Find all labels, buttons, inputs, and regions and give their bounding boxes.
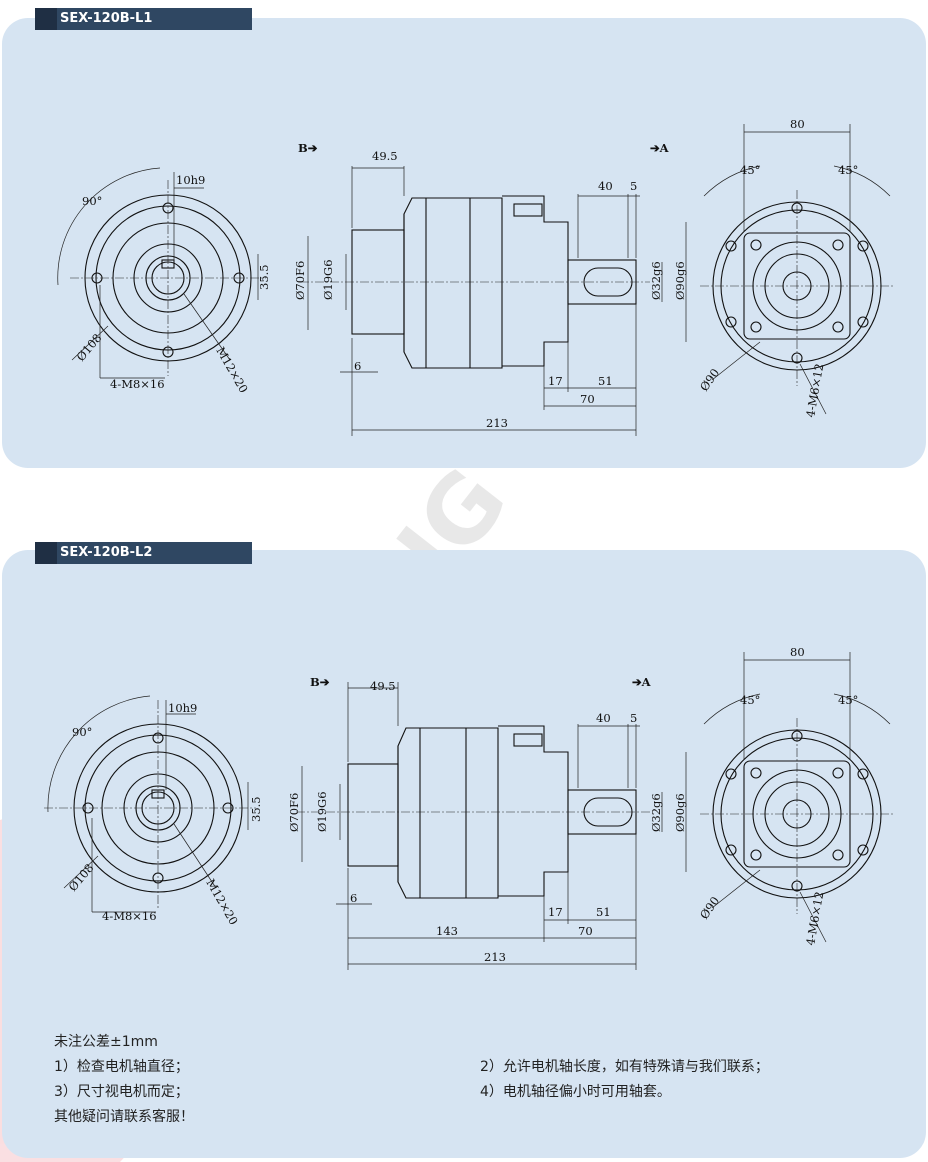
dim-90g6: Ø90g6 bbox=[673, 261, 687, 300]
panel-l1 bbox=[2, 18, 926, 468]
dim-m12: M12×20 bbox=[213, 345, 250, 396]
gearbox-side-view bbox=[300, 166, 687, 436]
notes-left: 未注公差±1mm 1）检查电机轴直径； 3）尺寸视电机而定； 其他疑问请联系客服… bbox=[54, 1030, 194, 1130]
dim-5: 5 bbox=[630, 179, 637, 193]
dim-45-right: 45° bbox=[838, 693, 858, 707]
dim-45-left: 45° bbox=[740, 163, 760, 177]
note-tolerance: 未注公差±1mm bbox=[54, 1034, 158, 1050]
dim-40: 40 bbox=[598, 179, 613, 193]
label-a-arrow: ➔A bbox=[632, 675, 652, 689]
dim-51: 51 bbox=[598, 374, 613, 388]
dim-90: Ø90 bbox=[697, 366, 722, 394]
gearbox-side-view bbox=[296, 682, 687, 970]
dim-17: 17 bbox=[548, 905, 563, 919]
panel-l2 bbox=[2, 550, 926, 1158]
dim-19g6: Ø19G6 bbox=[315, 791, 329, 832]
note-3: 3）尺寸视电机而定； bbox=[54, 1084, 189, 1100]
dim-45-right: 45° bbox=[838, 163, 858, 177]
dim-70f6: Ø70F6 bbox=[287, 793, 301, 832]
dim-m6: 4-M6×12 bbox=[803, 890, 826, 946]
dim-49-5: 49.5 bbox=[370, 679, 396, 693]
dim-70: 70 bbox=[580, 392, 595, 406]
panel-l2-title-tab: SEX-120B-L2 bbox=[35, 542, 252, 564]
input-flange-view bbox=[44, 695, 256, 913]
drawing-l1: 10h9 90° 35.5 Ø108 M12×20 4-M8×16 bbox=[57, 117, 894, 436]
dim-40: 40 bbox=[596, 711, 611, 725]
dim-90: Ø90 bbox=[697, 894, 722, 922]
label-b-arrow: B➔ bbox=[310, 675, 330, 689]
label-b-arrow: B➔ bbox=[298, 141, 318, 155]
note-2: 2）允许电机轴长度，如有特殊请与我们联系； bbox=[480, 1059, 769, 1075]
dim-51: 51 bbox=[596, 905, 611, 919]
note-contact: 其他疑问请联系客服！ bbox=[54, 1109, 194, 1125]
dim-10h9: 10h9 bbox=[176, 173, 205, 187]
dim-70: 70 bbox=[578, 924, 593, 938]
dim-90deg: 90° bbox=[72, 725, 92, 739]
panel-l1-title: SEX-120B-L1 bbox=[60, 11, 153, 26]
dim-213: 213 bbox=[484, 950, 506, 964]
dim-5: 5 bbox=[630, 711, 637, 725]
dim-70f6: Ø70F6 bbox=[293, 261, 307, 300]
label-a-arrow: ➔A bbox=[650, 141, 670, 155]
dim-m8: 4-M8×16 bbox=[110, 377, 165, 391]
dim-213: 213 bbox=[486, 416, 508, 430]
dim-35-5: 35.5 bbox=[249, 796, 263, 822]
note-1: 1）检查电机轴直径； bbox=[54, 1059, 189, 1075]
dim-10h9: 10h9 bbox=[168, 701, 197, 715]
dim-49-5: 49.5 bbox=[372, 149, 398, 163]
dim-32g6: Ø32g6 bbox=[649, 793, 663, 832]
output-flange-view bbox=[700, 652, 894, 943]
output-flange-view bbox=[700, 124, 894, 415]
panel-l2-title: SEX-120B-L2 bbox=[60, 545, 153, 560]
panel-l1-title-tab: SEX-120B-L1 bbox=[35, 8, 252, 30]
dim-45-left: 45° bbox=[740, 693, 760, 707]
input-flange-view bbox=[57, 167, 266, 379]
dim-6: 6 bbox=[350, 891, 357, 905]
dim-6: 6 bbox=[354, 359, 361, 373]
dim-80: 80 bbox=[790, 645, 805, 659]
notes-right: 2）允许电机轴长度，如有特殊请与我们联系； 4）电机轴径偏小时可用轴套。 bbox=[480, 1055, 769, 1105]
dim-35-5: 35.5 bbox=[257, 264, 271, 290]
dim-m12: M12×20 bbox=[203, 877, 240, 928]
note-4: 4）电机轴径偏小时可用轴套。 bbox=[480, 1084, 671, 1100]
dim-32g6: Ø32g6 bbox=[649, 261, 663, 300]
dim-m6: 4-M6×12 bbox=[803, 362, 826, 418]
dim-90g6: Ø90g6 bbox=[673, 793, 687, 832]
dim-17: 17 bbox=[548, 374, 563, 388]
dim-m8: 4-M8×16 bbox=[102, 909, 157, 923]
drawing-l2: 10h9 90° 35.5 Ø108 M12×20 4-M8×16 B➔ bbox=[44, 645, 894, 970]
dim-90deg: 90° bbox=[82, 194, 102, 208]
dim-19g6: Ø19G6 bbox=[321, 259, 335, 300]
dim-143: 143 bbox=[436, 924, 458, 938]
dim-80: 80 bbox=[790, 117, 805, 131]
